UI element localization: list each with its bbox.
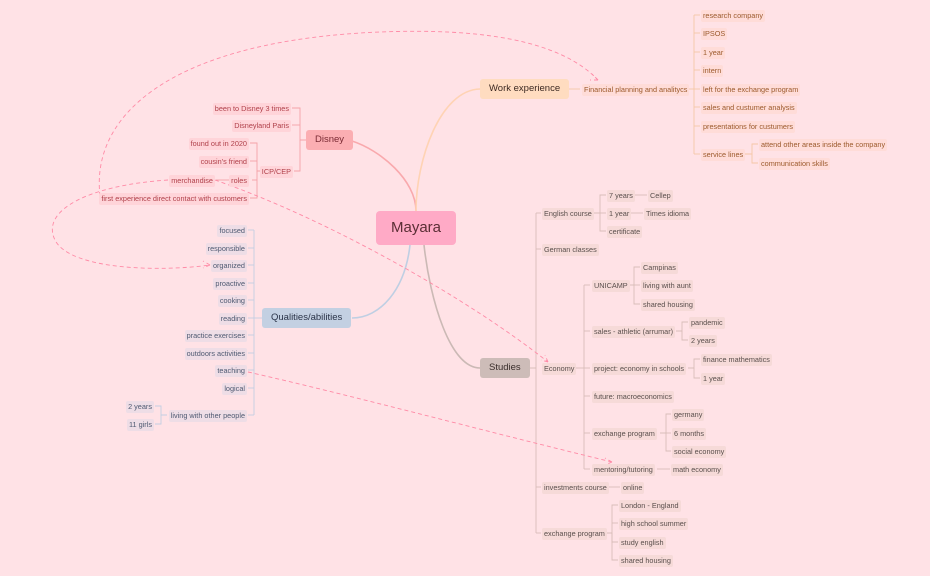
studies-exchange-item[interactable]: London - England: [619, 500, 681, 512]
studies-english-certificate[interactable]: certificate: [607, 226, 643, 238]
economy-mentoring[interactable]: mentoring/tutoring: [592, 464, 655, 476]
studies-english-7years-item[interactable]: Cellep: [648, 190, 673, 202]
work-job[interactable]: Financial planning and analitycs: [582, 84, 690, 96]
disney-icp-item[interactable]: found out in 2020: [188, 138, 249, 150]
disney-roles-item[interactable]: merchandise: [169, 175, 215, 187]
branch-qualities-abilities[interactable]: Qualities/abilities: [262, 308, 352, 328]
quality-item[interactable]: responsible: [205, 243, 247, 255]
work-service-item[interactable]: attend other areas inside the company: [759, 139, 888, 151]
economy-exchange-item[interactable]: 6 months: [672, 428, 707, 440]
studies-investments[interactable]: investments course: [542, 482, 609, 494]
work-service-item[interactable]: communication skills: [759, 158, 830, 170]
quality-living-item[interactable]: 11 girls: [127, 419, 154, 431]
disney-icp-item[interactable]: first experience direct contact with cus…: [99, 193, 249, 205]
economy-exchange-item[interactable]: germany: [672, 409, 705, 421]
link-center-disney: [351, 140, 417, 212]
disney-item[interactable]: been to Disney 3 times: [212, 103, 291, 115]
studies-exchange-item[interactable]: shared housing: [619, 555, 673, 567]
studies-english-1year[interactable]: 1 year: [607, 208, 632, 220]
quality-item[interactable]: proactive: [213, 278, 247, 290]
disney-item[interactable]: Disneyland Paris: [232, 120, 291, 132]
qualities-links: [155, 229, 262, 425]
relationship-links: [52, 30, 613, 466]
studies-english-7years[interactable]: 7 years: [607, 190, 635, 202]
economy-unicamp-item[interactable]: Campinas: [641, 262, 678, 274]
economy-project-item[interactable]: 1 year: [701, 373, 726, 385]
studies-english[interactable]: English course: [542, 208, 594, 220]
link-center-work: [415, 88, 481, 212]
economy-unicamp-item[interactable]: shared housing: [641, 299, 695, 311]
quality-item[interactable]: organized: [210, 260, 247, 272]
central-topic[interactable]: Mayara: [376, 211, 456, 245]
studies-investments-item[interactable]: online: [621, 482, 645, 494]
economy-sales[interactable]: sales - athletic (arrumar): [592, 326, 676, 338]
economy-project-item[interactable]: finance mathematics: [701, 354, 772, 366]
quality-item[interactable]: outdoors activities: [184, 348, 247, 360]
studies-exchange-item[interactable]: high school summer: [619, 518, 689, 530]
economy-future[interactable]: future: macroeconomics: [592, 391, 674, 403]
work-job-item[interactable]: 1 year: [701, 47, 726, 59]
studies-exchange[interactable]: exchange program: [542, 528, 607, 540]
studies-exchange-item[interactable]: study english: [619, 537, 666, 549]
work-links: [568, 14, 758, 164]
disney-roles[interactable]: roles: [229, 175, 249, 187]
studies-economy[interactable]: Economy: [542, 363, 577, 375]
quality-item[interactable]: cooking: [217, 295, 247, 307]
quality-item[interactable]: practice exercises: [184, 330, 247, 342]
quality-item[interactable]: logical: [222, 383, 247, 395]
quality-living-item[interactable]: 2 years: [126, 401, 154, 413]
branch-work-experience[interactable]: Work experience: [480, 79, 570, 99]
quality-item[interactable]: teaching: [215, 365, 247, 377]
quality-item[interactable]: reading: [218, 313, 247, 325]
studies-german[interactable]: German classes: [542, 244, 599, 256]
work-service-lines[interactable]: service lines: [701, 149, 746, 161]
economy-mentoring-item[interactable]: math economy: [671, 464, 723, 476]
economy-exchange[interactable]: exchange program: [592, 428, 657, 440]
economy-sales-item[interactable]: 2 years: [689, 335, 717, 347]
economy-sales-item[interactable]: pandemic: [689, 317, 725, 329]
disney-icp-item[interactable]: cousin's friend: [198, 156, 249, 168]
quality-item[interactable]: focused: [217, 225, 247, 237]
quality-living[interactable]: living with other people: [168, 410, 247, 422]
branch-studies[interactable]: Studies: [480, 358, 530, 378]
economy-project[interactable]: project: economy in schools: [592, 363, 687, 375]
economy-unicamp-item[interactable]: living with aunt: [641, 280, 693, 292]
branch-disney[interactable]: Disney: [306, 130, 354, 150]
work-job-item[interactable]: left for the exchange program: [701, 84, 801, 96]
work-job-item[interactable]: IPSOS: [701, 28, 728, 40]
disney-icp-cep[interactable]: ICP/CEP: [259, 166, 293, 178]
work-job-item[interactable]: presentations for custumers: [701, 121, 796, 133]
link-center-studies: [423, 244, 481, 369]
economy-exchange-item[interactable]: social economy: [672, 446, 727, 458]
economy-unicamp[interactable]: UNICAMP: [592, 280, 630, 292]
work-job-item[interactable]: intern: [701, 65, 724, 77]
work-job-item[interactable]: research company: [701, 10, 766, 22]
work-job-item[interactable]: sales and custumer analysis: [701, 102, 797, 114]
studies-english-1year-item[interactable]: Times idioma: [644, 208, 692, 220]
link-center-qualities: [351, 244, 411, 319]
